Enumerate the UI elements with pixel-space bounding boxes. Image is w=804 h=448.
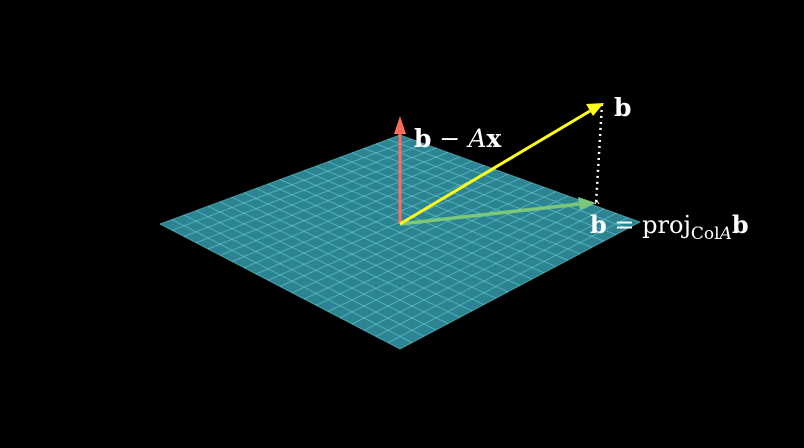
b-vector <box>399 109 591 226</box>
grid-line <box>351 152 593 248</box>
grid-line <box>387 138 629 229</box>
projection-proj: proj <box>642 211 691 239</box>
residual-minus: − <box>431 124 469 153</box>
residual-b: b <box>414 124 432 153</box>
residual-label: b − Ax <box>414 126 501 151</box>
b-hat-accent: ˆ <box>593 199 601 218</box>
grid-line <box>291 182 533 294</box>
grid-line <box>363 147 605 242</box>
grid-line <box>339 156 581 255</box>
grid-line <box>351 204 593 325</box>
projection-label: b = projColAb <box>590 210 749 243</box>
grid-line <box>279 178 521 287</box>
residual-A: A <box>468 124 487 153</box>
grid-line <box>399 134 641 223</box>
grid-line <box>303 186 545 300</box>
projection-subscript-A: A <box>719 224 732 244</box>
residual-arrowhead <box>394 116 406 134</box>
projection-subscript: ColA <box>691 224 732 244</box>
grid-line <box>399 221 641 350</box>
vector-b-label: b <box>614 93 632 122</box>
projection-vector <box>399 202 581 226</box>
projection-arrowhead <box>578 197 596 210</box>
projection-b-hat: b <box>590 210 607 239</box>
grid-line <box>339 199 581 319</box>
residual-x: x <box>486 124 502 153</box>
grid-line <box>315 165 557 267</box>
b-vector-arrowhead <box>586 103 604 116</box>
grid-line <box>327 195 569 312</box>
projection-b-final: b <box>731 210 749 239</box>
grid-line <box>363 208 605 331</box>
grid-line <box>387 217 629 344</box>
grid-line <box>327 161 569 261</box>
projection-equals: = <box>606 211 643 239</box>
plane-grid <box>159 134 641 350</box>
column-space-plane <box>159 134 641 350</box>
grid-line <box>375 143 617 236</box>
grid-line <box>291 174 533 280</box>
projection-subscript-col: Col <box>690 224 720 244</box>
grid-line <box>375 212 617 337</box>
